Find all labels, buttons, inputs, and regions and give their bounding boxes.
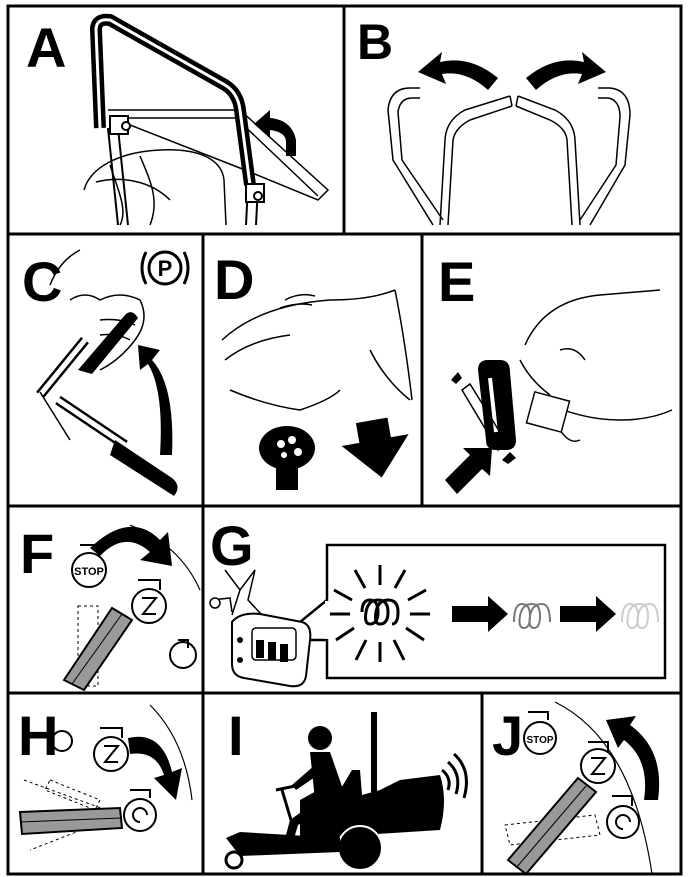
- key-returned-run: [505, 778, 600, 874]
- run-position-symbol: [132, 580, 166, 623]
- engine-stop-symbol-icon: [451, 372, 462, 384]
- start-position-symbol-h: [124, 790, 156, 831]
- stop-text: STOP: [74, 566, 104, 578]
- panel-c-label: C: [22, 250, 62, 313]
- panel-c: C P: [22, 250, 188, 496]
- engine-sound-icon: [442, 754, 466, 798]
- panel-j: J STOP: [492, 702, 659, 874]
- brake-lever-lowered: [58, 400, 178, 496]
- panel-i-label: I: [228, 704, 244, 767]
- panel-a-label: A: [26, 16, 66, 79]
- panel-a: A: [26, 16, 328, 225]
- panel-h: H: [18, 704, 192, 850]
- handle-left-half: [388, 88, 512, 225]
- park-brake-symbol: P: [142, 252, 188, 284]
- push-down-arrow-icon: [338, 414, 415, 483]
- rops-bar: [371, 712, 377, 802]
- key-turned-start: [20, 780, 122, 850]
- panel-g-label: G: [210, 514, 254, 577]
- swing-right-arrow-icon: [526, 52, 606, 90]
- raise-arrow-icon: [138, 345, 172, 455]
- panel-e-label: E: [438, 250, 475, 313]
- front-caster: [226, 852, 242, 868]
- run-position-symbol-h: [94, 728, 128, 771]
- panel-d: D: [214, 248, 415, 490]
- hinge-pin-right: [254, 192, 262, 200]
- panel-d-label: D: [214, 248, 254, 311]
- park-letter: P: [158, 256, 173, 281]
- start-position-symbol-j: [607, 796, 639, 838]
- key-switch: [526, 392, 569, 432]
- engine-start-symbol-icon: [502, 452, 516, 464]
- panel-j-label: J: [492, 704, 523, 767]
- panel-i: I: [226, 704, 466, 870]
- dashboard-panel: [210, 570, 310, 686]
- stop-position-symbol-j: STOP: [524, 712, 556, 754]
- panel-f: F STOP: [20, 522, 200, 690]
- ignition-key: [462, 360, 570, 450]
- key-in-slot: [64, 606, 132, 690]
- fold-arrow-icon: [254, 110, 296, 156]
- mower-silhouette: [226, 712, 444, 870]
- roll-bar-handle: [96, 20, 264, 225]
- panel-f-label: F: [20, 522, 54, 585]
- run-position-symbol-j: [581, 742, 615, 783]
- panel-e: E: [438, 250, 672, 494]
- panel-g: G: [210, 514, 665, 686]
- operator-head: [308, 726, 332, 750]
- panel-h-label: H: [18, 704, 58, 767]
- start-position-symbol: [170, 640, 196, 668]
- handle-right-half: [516, 88, 630, 225]
- seat-illustration: [84, 150, 226, 225]
- panel-b: B: [357, 14, 630, 225]
- rear-wheel: [338, 826, 382, 870]
- panel-b-label: B: [357, 14, 393, 70]
- choke-knob: [259, 426, 315, 490]
- stop-text-j: STOP: [526, 735, 553, 746]
- hinge-pin-left: [122, 122, 130, 130]
- turn-key-arrow-icon: [445, 448, 492, 494]
- swing-left-arrow-icon: [418, 52, 498, 90]
